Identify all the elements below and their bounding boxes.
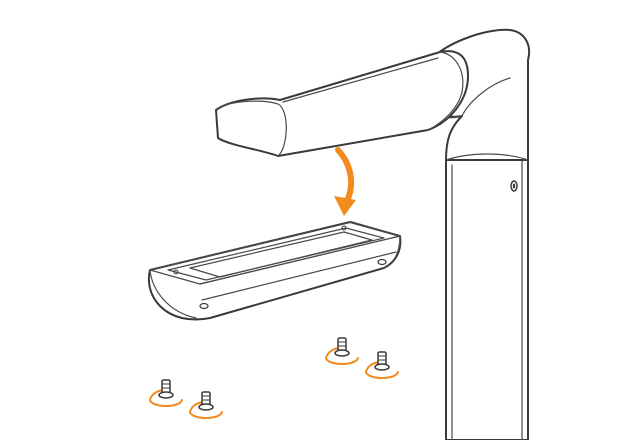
screw-1 <box>149 379 183 407</box>
insertion-arrow <box>334 147 356 216</box>
screw-4 <box>365 351 399 379</box>
tray-screw-hole-left <box>199 302 209 310</box>
tray-screw-hole-right <box>377 258 387 266</box>
screw-2 <box>189 391 223 419</box>
arm-housing <box>215 50 469 157</box>
screw-3 <box>325 337 359 365</box>
lamp-tray <box>147 221 402 321</box>
